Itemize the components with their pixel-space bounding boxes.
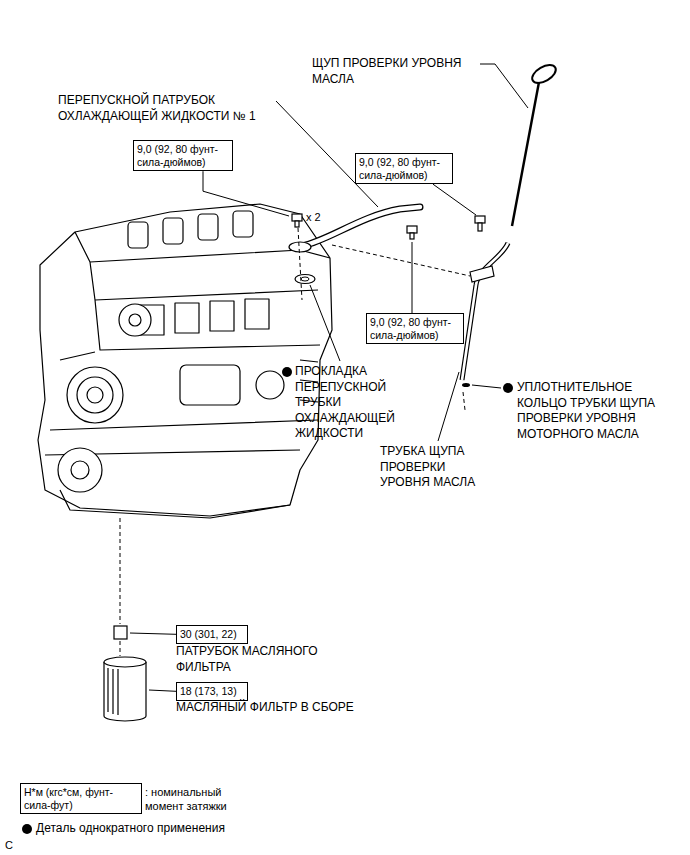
torque-box: 9,0 (92, 80 фунт-сила-дюймов) xyxy=(366,313,464,344)
torque-value: 9,0 (92, 80 фунт-сила-дюймов) xyxy=(359,156,449,181)
torque-box: 18 (173, 13) xyxy=(176,682,248,701)
part-name: МАСЛЯНЫЙ ФИЛЬТР В СБОРЕ xyxy=(176,700,354,716)
assembly-lines xyxy=(120,228,470,656)
part-name: ЩУП ПРОВЕРКИ УРОВНЯ МАСЛА xyxy=(312,56,477,87)
gasket xyxy=(295,275,315,284)
part-name: УПЛОТНИТЕЛЬНОЕ КОЛЬЦО ТРУБКИ ЩУПА ПРОВЕР… xyxy=(517,380,682,442)
single-use-mark xyxy=(503,383,513,393)
single-use-mark xyxy=(282,367,292,377)
oil-filter xyxy=(104,626,146,721)
part-name: ПРОКЛАДКА ПЕРЕПУСКНОЙ ТРУБКИ ОХЛАЖДАЮЩЕЙ… xyxy=(295,364,407,442)
leader-line xyxy=(472,385,501,388)
torque-value: Н*м (кгс*см, фунт-сила-фут) xyxy=(24,786,138,811)
torque-value: 18 (173, 13) xyxy=(180,685,244,698)
legend-note: : номинальный момент затяжки xyxy=(145,785,260,814)
legend-torque-box: Н*м (кгс*см, фунт-сила-фут) xyxy=(20,783,142,814)
torque-value: 9,0 (92, 80 фунт-сила-дюймов) xyxy=(370,316,460,341)
dipstick xyxy=(512,61,559,226)
leader-line xyxy=(412,242,413,313)
leader-line xyxy=(130,633,176,634)
dipstick-tube xyxy=(462,243,508,387)
torque-box: 9,0 (92, 80 фунт-сила-дюймов) xyxy=(355,153,453,184)
quantity-note: x 2 xyxy=(306,210,321,224)
part-name: ПЕРЕПУСКНОЙ ПАТРУБОК ОХЛАЖДАЮЩЕЙ ЖИДКОСТ… xyxy=(58,93,273,124)
leader-line xyxy=(438,372,459,441)
leader-line xyxy=(149,690,176,691)
single-use-mark xyxy=(22,824,32,834)
torque-value: 30 (301, 22) xyxy=(180,628,244,641)
leader-line xyxy=(203,171,289,216)
leader-line xyxy=(433,184,476,215)
engine-drawing xyxy=(38,204,332,518)
torque-box: 9,0 (92, 80 фунт-сила-дюймов) xyxy=(133,140,233,171)
torque-box: 30 (301, 22) xyxy=(176,625,248,644)
part-name: ПАТРУБОК МАСЛЯНОГО ФИЛЬТРА xyxy=(176,644,356,675)
part-name: ТРУБКА ЩУПА ПРОВЕРКИ УРОВНЯ МАСЛА xyxy=(380,444,490,491)
leader-line xyxy=(480,64,528,108)
figure-code: C xyxy=(5,838,13,852)
leader-line xyxy=(310,285,340,361)
bolts xyxy=(292,214,485,239)
legend-text: Деталь однократного применения xyxy=(36,821,225,837)
torque-value: 9,0 (92, 80 фунт-сила-дюймов) xyxy=(137,143,229,168)
bypass-pipe xyxy=(289,207,420,284)
